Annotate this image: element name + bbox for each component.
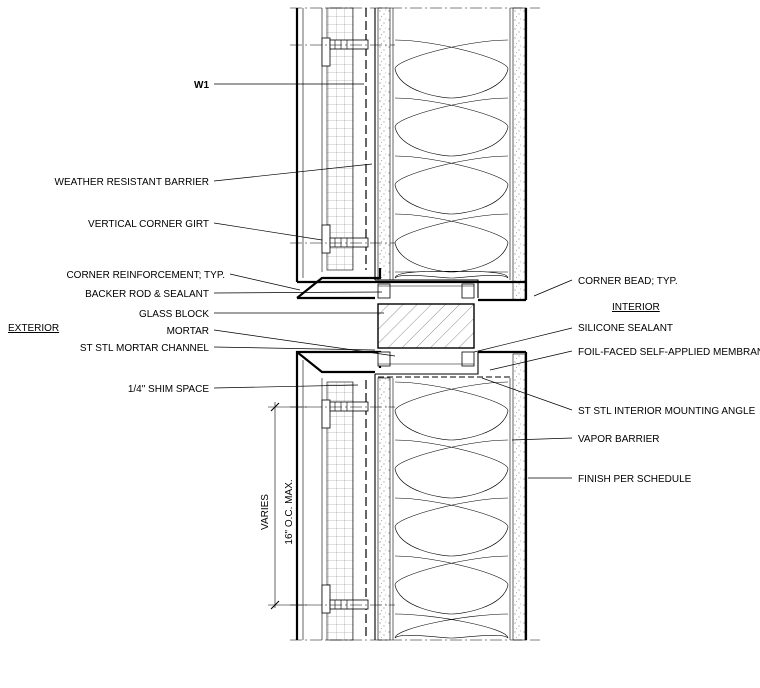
dim-varies-label: VARIES: [260, 494, 271, 530]
silicone-sealant-label: SILICONE SEALANT: [578, 323, 673, 334]
lower-wall-assembly: [290, 7, 540, 641]
corner-reinforcement-label: CORNER REINFORCEMENT; TYP.: [66, 270, 225, 281]
weather-barrier-label: WEATHER RESISTANT BARRIER: [55, 177, 209, 188]
mortar-channel-label: ST STL MORTAR CHANNEL: [80, 343, 210, 354]
finish-label: FINISH PER SCHEDULE: [578, 474, 692, 485]
vapor-barrier-label: VAPOR BARRIER: [578, 434, 660, 445]
shim-space-label: 1/4" SHIM SPACE: [128, 384, 209, 395]
insulation-batt-curve: [394, 39, 509, 279]
glass-block-unit: [377, 303, 475, 349]
spacing-dimension: VARIES 16" O.C. MAX.: [260, 402, 310, 610]
insulation-batts: [394, 39, 509, 639]
insulation-batt-curve: [394, 381, 509, 639]
dim-spacing-label: 16" O.C. MAX.: [284, 479, 295, 544]
interior-label: INTERIOR: [612, 302, 660, 313]
exterior-label: EXTERIOR: [8, 323, 59, 334]
mortar-label: MORTAR: [167, 326, 209, 337]
glass-block-label: GLASS BLOCK: [139, 309, 209, 320]
mounting-angle-label: ST STL INTERIOR MOUNTING ANGLE: [578, 406, 756, 417]
foil-membrane-label: FOIL-FACED SELF-APPLIED MEMBRANE: [578, 347, 760, 358]
leader-lines: [213, 83, 573, 479]
corner-bead-label: CORNER BEAD; TYP.: [578, 276, 678, 287]
vertical-girt-label: VERTICAL CORNER GIRT: [88, 219, 209, 230]
backer-rod-label: BACKER ROD & SEALANT: [85, 289, 209, 300]
w1-label: W1: [194, 80, 209, 91]
upper-wall-assembly: [290, 7, 528, 302]
